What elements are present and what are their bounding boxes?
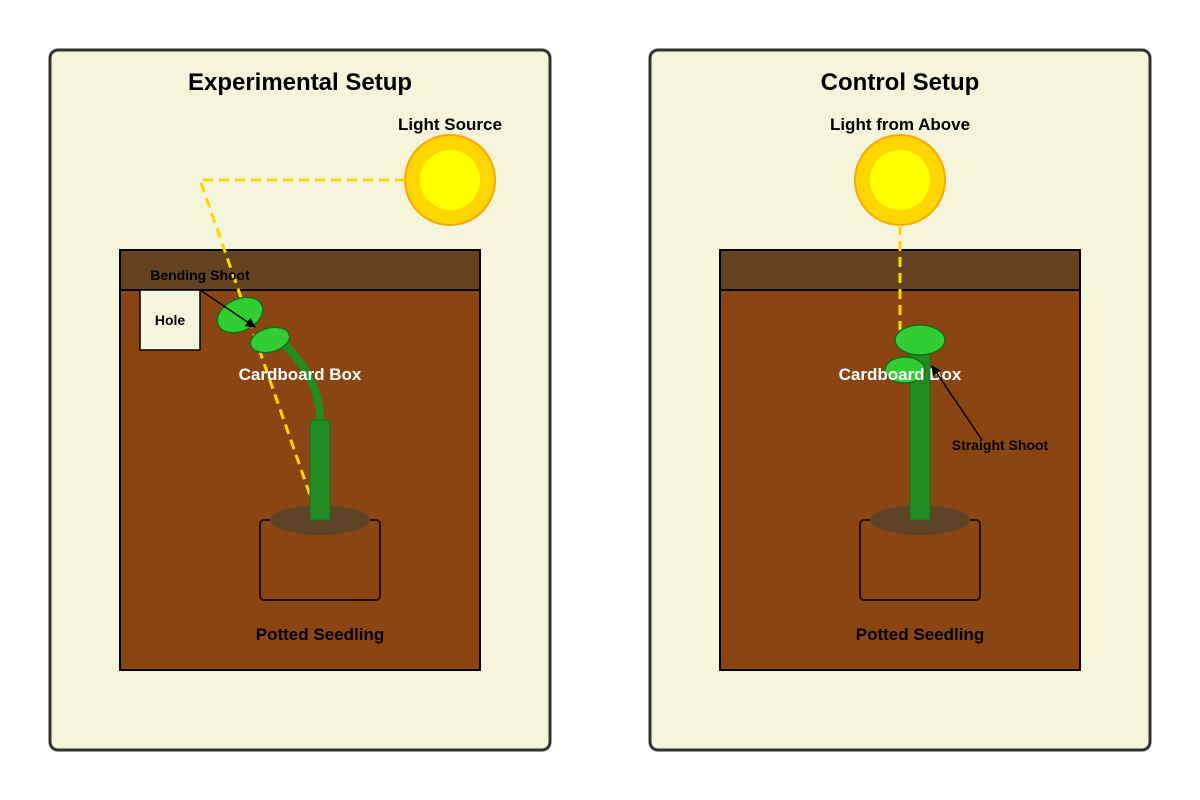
stem-base xyxy=(309,419,331,521)
control-pot-label: Potted Seedling xyxy=(856,625,984,644)
control-box-label: Cardboard Box xyxy=(839,365,962,384)
seedling-icon xyxy=(884,324,946,521)
experimental-panel: Experimental Setup Hole Light Source xyxy=(48,48,552,752)
hole-label: Hole xyxy=(155,312,186,328)
arrow-icon xyxy=(199,289,256,328)
straight-shoot-label: Straight Shoot xyxy=(952,437,1049,453)
leaf-side xyxy=(884,356,926,384)
arrow-icon xyxy=(931,365,983,441)
seedling-icon xyxy=(216,296,331,521)
experimental-title: Experimental Setup xyxy=(188,69,412,96)
sun-icon xyxy=(854,134,946,226)
light-ray-path xyxy=(197,178,405,496)
leaf-top xyxy=(894,324,946,356)
box-hole: Hole xyxy=(139,289,201,351)
box-top xyxy=(119,249,481,291)
control-panel: Control Setup Light from Above Cardboard… xyxy=(648,48,1152,752)
light-from-above-label: Light from Above xyxy=(830,115,970,134)
sun-icon xyxy=(404,134,496,226)
leaf-lower xyxy=(249,326,291,354)
bending-stem-curve xyxy=(282,342,324,421)
light-source-label: Light Source xyxy=(398,115,502,134)
experimental-pot-label: Potted Seedling xyxy=(256,625,384,644)
control-title: Control Setup xyxy=(821,69,980,96)
hole-rect xyxy=(139,289,201,351)
experimental-box-label: Cardboard Box xyxy=(239,365,362,384)
bending-shoot-label: Bending Shoot xyxy=(150,267,250,283)
box-top xyxy=(719,249,1081,291)
